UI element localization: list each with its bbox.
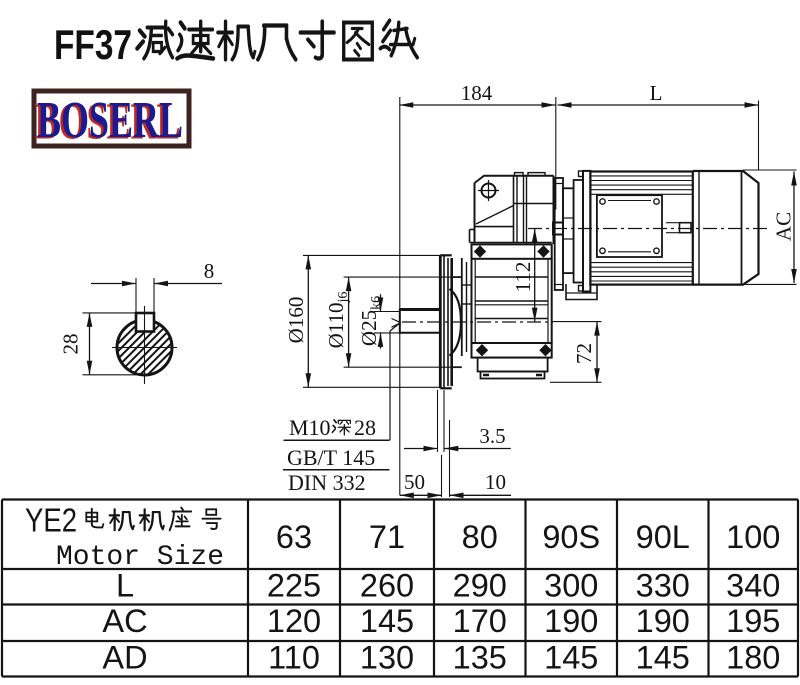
svg-text:145: 145: [636, 640, 690, 676]
svg-text:GB/T 145: GB/T 145: [287, 445, 375, 470]
svg-text:90L: 90L: [636, 519, 690, 555]
svg-text:145: 145: [544, 640, 598, 676]
svg-text:BOSERL: BOSERL: [35, 94, 181, 151]
svg-text:63: 63: [276, 519, 312, 555]
svg-text:135: 135: [453, 640, 507, 676]
svg-text:90S: 90S: [542, 519, 600, 555]
svg-text:112: 112: [511, 262, 535, 293]
svg-text:180: 180: [726, 640, 780, 676]
svg-text:8: 8: [204, 259, 215, 283]
svg-text:184: 184: [461, 81, 493, 105]
svg-text:195: 195: [726, 603, 780, 639]
svg-text:DIN 332: DIN 332: [288, 470, 366, 495]
svg-text:28: 28: [354, 415, 376, 440]
svg-text:50: 50: [404, 470, 425, 494]
svg-text:145: 145: [360, 603, 414, 639]
svg-text:190: 190: [544, 603, 598, 639]
svg-text:330: 330: [636, 568, 690, 604]
svg-text:340: 340: [726, 568, 780, 604]
svg-text:300: 300: [544, 568, 598, 604]
svg-text:260: 260: [360, 568, 414, 604]
svg-text:Ø160: Ø160: [284, 297, 308, 344]
svg-text:AC: AC: [772, 212, 796, 241]
svg-text:80: 80: [462, 519, 498, 555]
svg-text:BOSERL: BOSERL: [37, 92, 183, 149]
svg-text:FF37: FF37: [54, 21, 132, 68]
svg-text:170: 170: [453, 603, 507, 639]
svg-text:Ø25k6: Ø25k6: [357, 296, 384, 346]
svg-text:Motor Size: Motor Size: [56, 542, 224, 573]
svg-text:190: 190: [636, 603, 690, 639]
svg-text:130: 130: [360, 640, 414, 676]
svg-text:10: 10: [485, 470, 506, 494]
svg-text:AD: AD: [102, 640, 147, 676]
svg-text:110: 110: [268, 640, 320, 676]
svg-text:YE2: YE2: [25, 502, 77, 539]
svg-text:L: L: [650, 81, 663, 105]
svg-text:71: 71: [369, 519, 405, 555]
svg-text:225: 225: [267, 568, 321, 604]
svg-text:120: 120: [267, 603, 321, 639]
svg-text:290: 290: [453, 568, 507, 604]
svg-text:28: 28: [59, 334, 83, 355]
svg-text:L: L: [116, 568, 134, 604]
svg-text:AC: AC: [102, 603, 147, 639]
svg-text:100: 100: [726, 519, 780, 555]
svg-text:M10: M10: [289, 415, 331, 440]
svg-text:72: 72: [572, 343, 596, 364]
svg-text:3.5: 3.5: [479, 424, 505, 448]
svg-text:Ø110j6: Ø110j6: [324, 292, 351, 349]
